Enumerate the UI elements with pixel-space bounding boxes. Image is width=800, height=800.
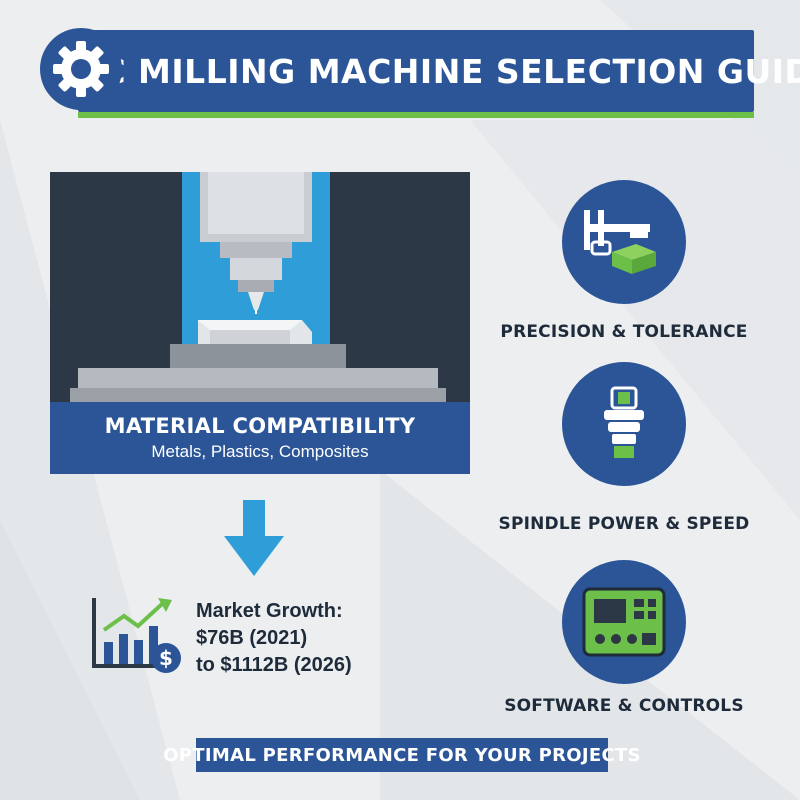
growth-chart-dollar-icon: $ bbox=[92, 598, 181, 673]
caliper-icon bbox=[584, 210, 656, 274]
page-title: CNC MILLING MACHINE SELECTION GUIDE bbox=[48, 51, 800, 91]
footer-text: OPTIMAL PERFORMANCE FOR YOUR PROJECTS bbox=[163, 744, 641, 766]
precision-feature-circle bbox=[562, 180, 686, 304]
svg-text:$: $ bbox=[159, 646, 173, 670]
market-growth-2021: $76B (2021) bbox=[196, 627, 308, 649]
gear-icon bbox=[40, 28, 122, 110]
market-growth-label: Market Growth: bbox=[196, 600, 343, 622]
spindle-icon bbox=[604, 386, 644, 458]
spindle-feature-circle bbox=[562, 362, 686, 486]
software-feature-label: SOFTWARE & CONTROLS bbox=[504, 696, 744, 716]
material-compatibility-panel: MATERIAL COMPATIBILITY Metals, Plastics,… bbox=[50, 402, 470, 474]
footer-banner: OPTIMAL PERFORMANCE FOR YOUR PROJECTS bbox=[163, 738, 641, 772]
spindle-feature-label: SPINDLE POWER & SPEED bbox=[498, 514, 750, 534]
precision-feature-label: PRECISION & TOLERANCE bbox=[500, 322, 748, 342]
material-compatibility-subtitle: Metals, Plastics, Composites bbox=[151, 442, 369, 461]
header-accent-line bbox=[78, 112, 754, 118]
software-feature-circle bbox=[562, 560, 686, 684]
market-growth-text: Market Growth: $76B (2021) to $1112B (20… bbox=[196, 598, 396, 679]
down-arrow-icon bbox=[224, 500, 284, 576]
market-growth-2026: to $1112B (2026) bbox=[196, 654, 352, 676]
control-panel-icon bbox=[582, 587, 666, 657]
header-banner: CNC MILLING MACHINE SELECTION GUIDE bbox=[49, 30, 800, 112]
material-compatibility-title: MATERIAL COMPATIBILITY bbox=[104, 414, 416, 438]
